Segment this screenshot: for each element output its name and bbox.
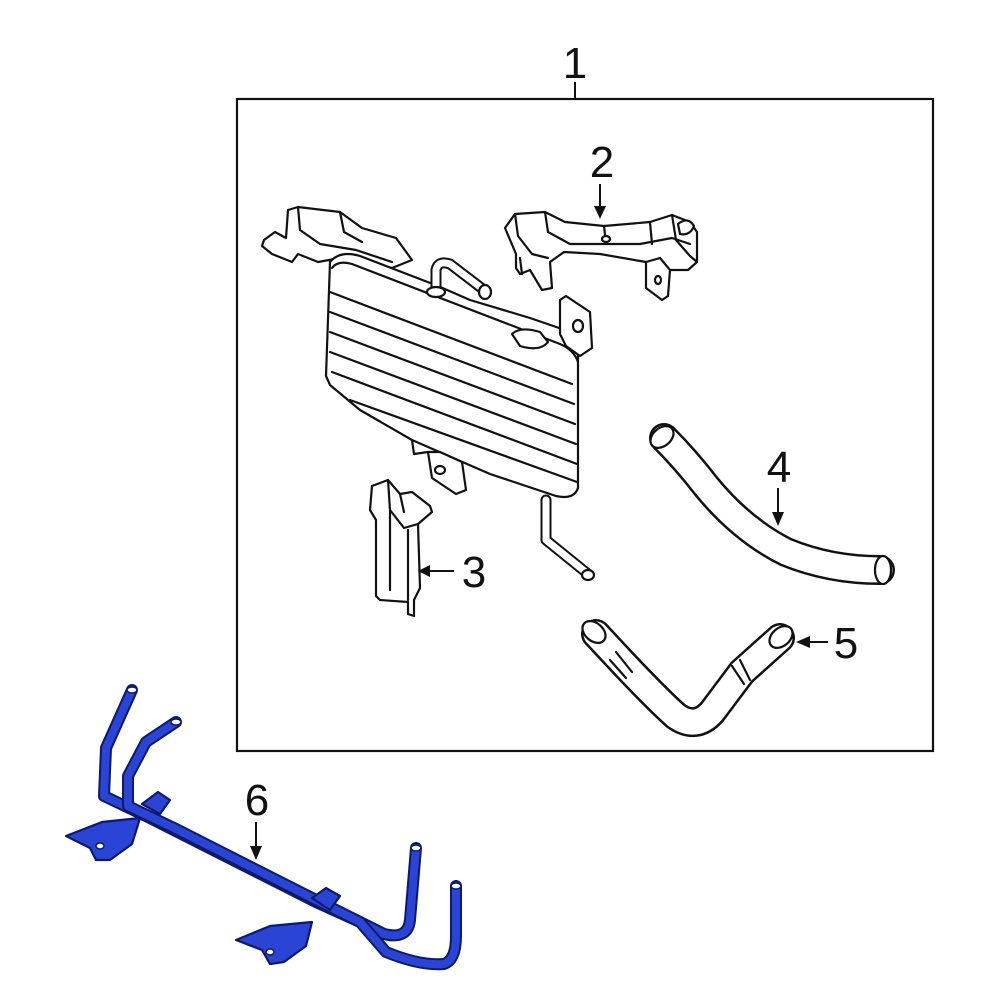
callout-3[interactable]: 3 bbox=[462, 548, 486, 597]
callout-4-arrowhead bbox=[772, 512, 784, 526]
hose-part-4[interactable] bbox=[646, 422, 895, 586]
callout-2[interactable]: 2 bbox=[590, 138, 614, 187]
callout-6[interactable]: 6 bbox=[245, 776, 269, 825]
callout-1[interactable]: 1 bbox=[563, 39, 587, 88]
bracket-part-2[interactable] bbox=[503, 210, 699, 302]
hose-part-5[interactable] bbox=[578, 617, 796, 737]
tube-assembly-part-6[interactable] bbox=[64, 684, 462, 971]
assembly-frame bbox=[235, 97, 935, 753]
callout-4[interactable]: 4 bbox=[767, 443, 791, 492]
oil-cooler-part-1[interactable] bbox=[260, 205, 596, 582]
callout-6-arrowhead bbox=[250, 846, 262, 860]
bracket-part-3[interactable] bbox=[368, 478, 434, 618]
callout-2-arrowhead bbox=[594, 206, 606, 219]
callout-5[interactable]: 5 bbox=[834, 619, 858, 668]
callout-5-arrowhead bbox=[796, 636, 810, 648]
callout-3-arrowhead bbox=[418, 565, 430, 577]
